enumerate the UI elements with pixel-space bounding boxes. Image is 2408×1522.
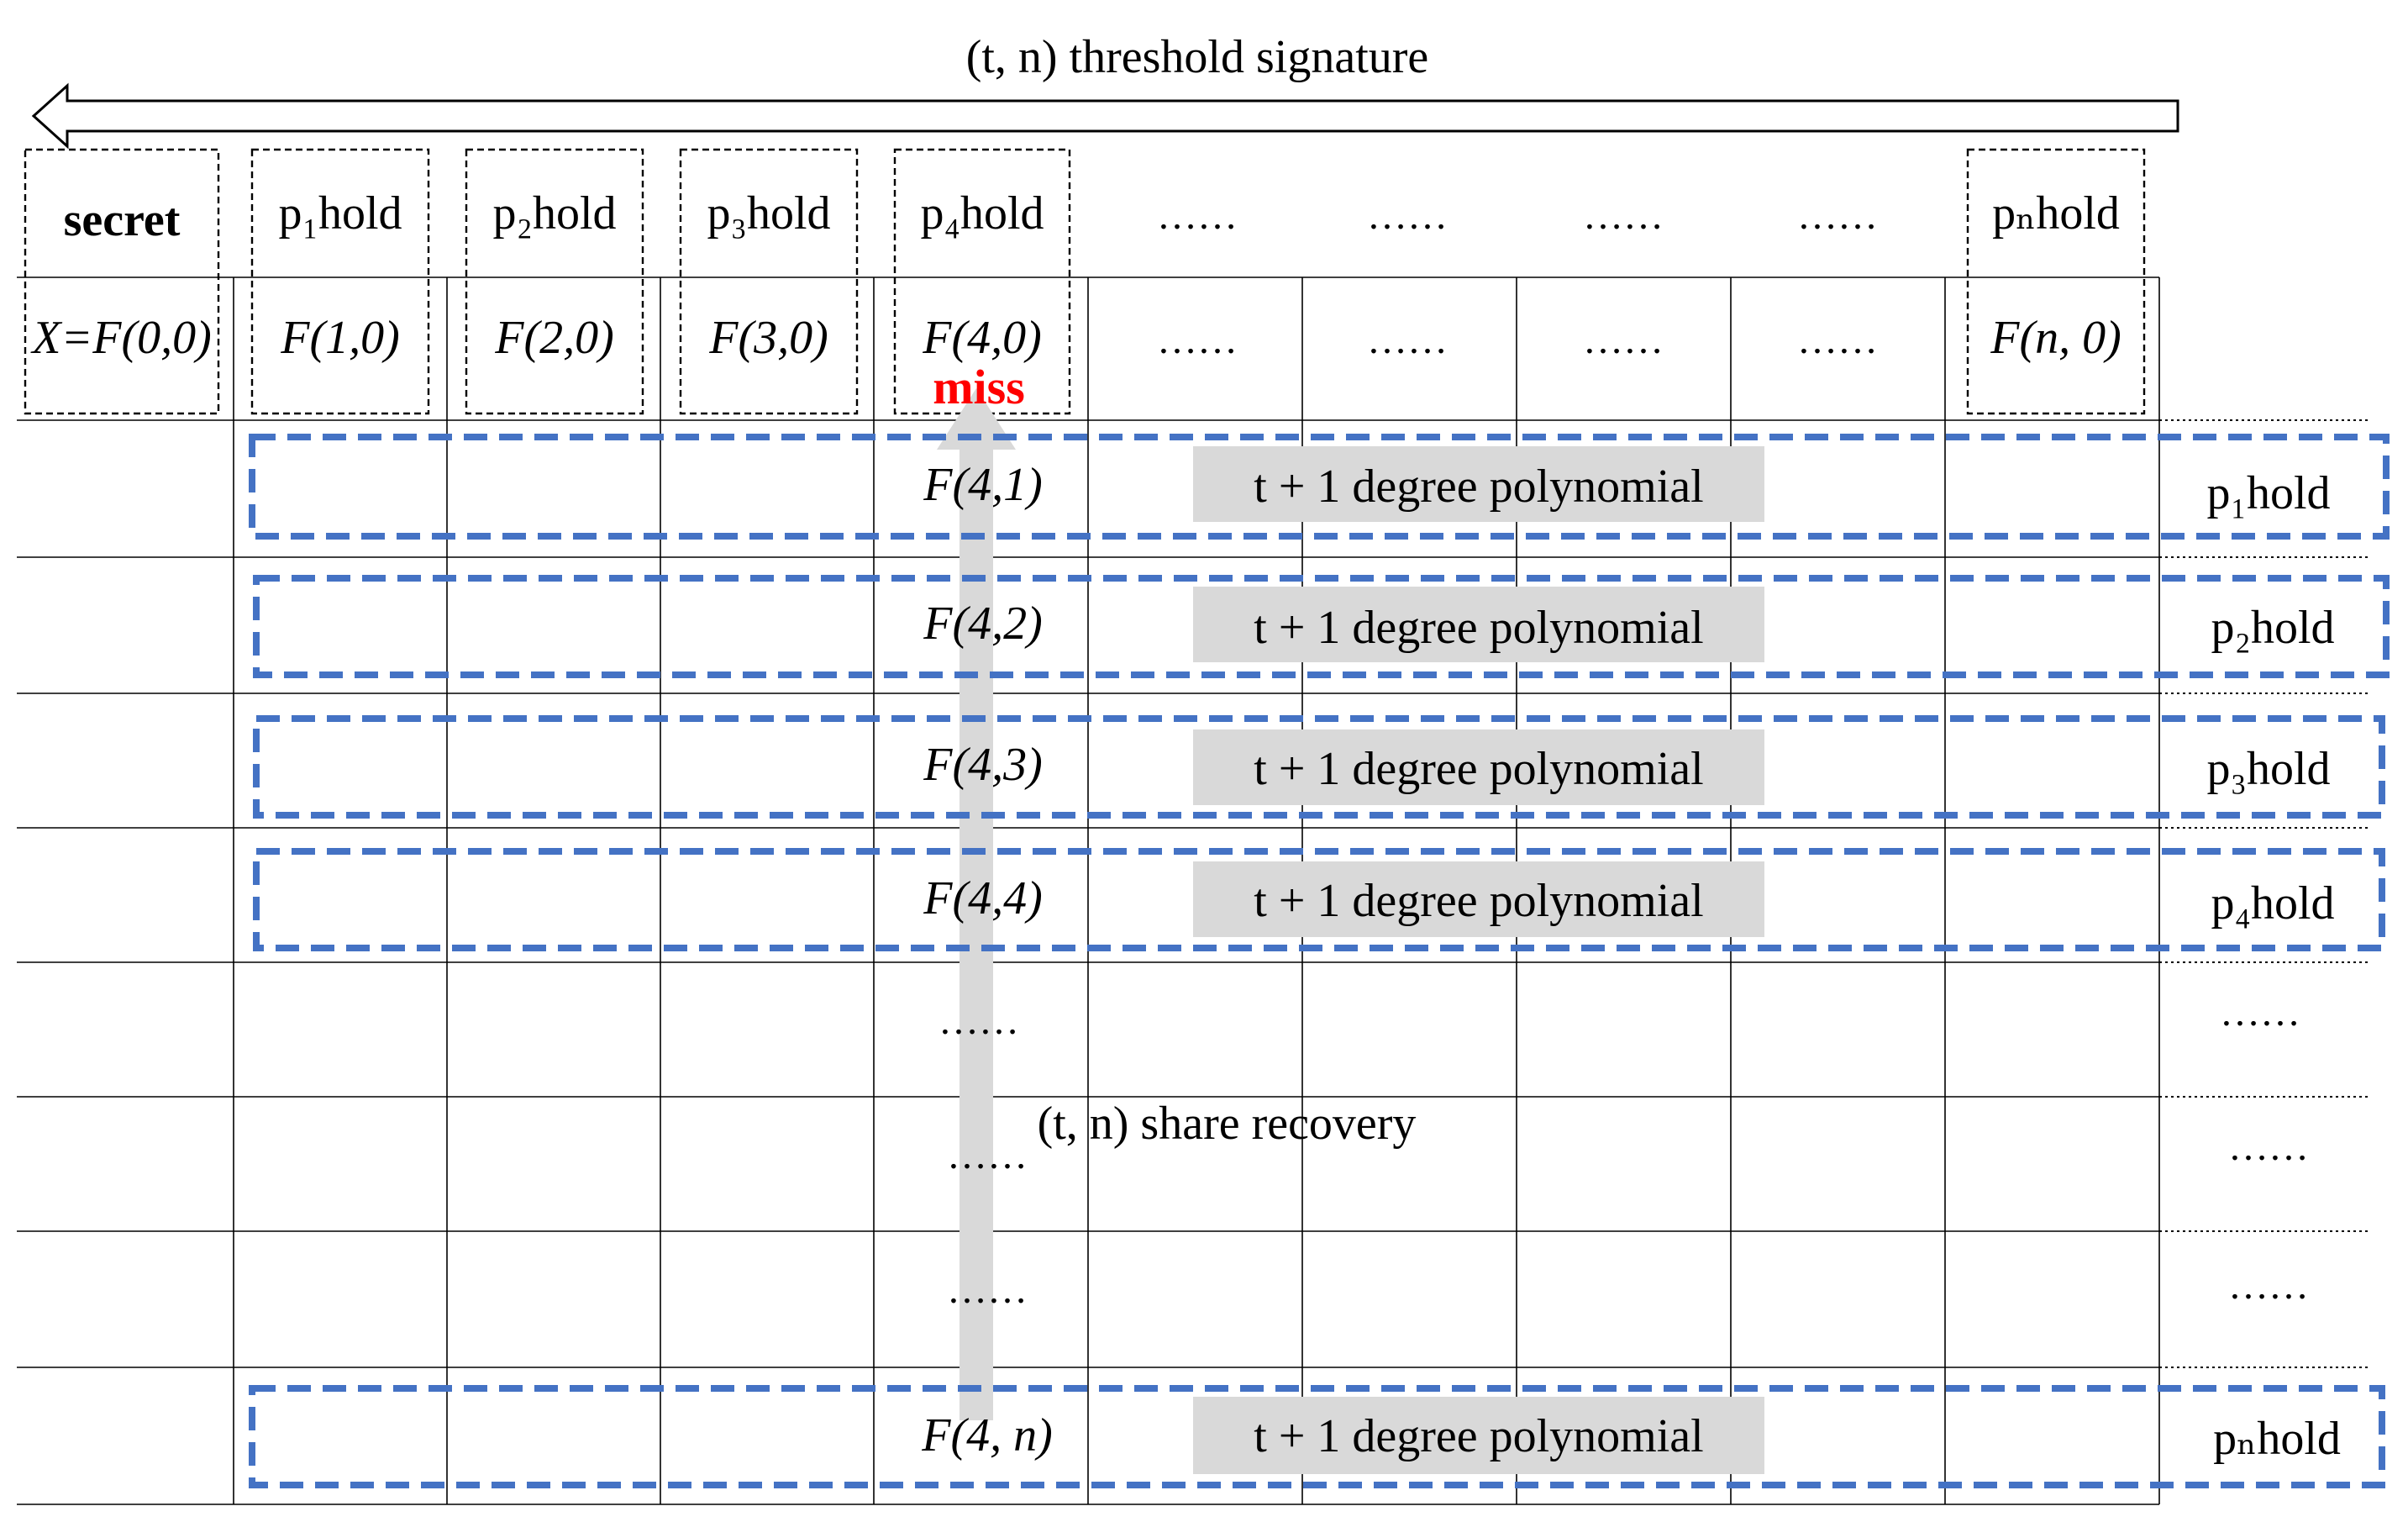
row-hold-label: pₙhold: [2213, 1413, 2341, 1465]
p1-hold-label: p₁hold: [278, 187, 402, 240]
secret-label: secret: [64, 194, 181, 246]
top-ellipsis: ……: [1797, 193, 1878, 238]
row-hold-ellipsis: ……: [2228, 1263, 2309, 1308]
top-ellipsis: ……: [1367, 193, 1448, 238]
polynomial-row: F(4,3) t + 1 degree polynomial p₃hold: [253, 715, 2385, 819]
share-recovery-arrow-icon: [937, 388, 1016, 1420]
poly-label: t + 1 degree polynomial: [1254, 1410, 1703, 1462]
table-grid: [17, 276, 2160, 1505]
poly-label: t + 1 degree polynomial: [1254, 461, 1703, 513]
row-hold-ellipsis: ……: [2228, 1124, 2309, 1169]
row-value: F(4,4): [923, 872, 1043, 924]
p2-box: [465, 148, 644, 415]
poly-background: [1193, 729, 1764, 805]
polynomial-row: F(4, n) t + 1 degree polynomial pₙhold: [249, 1385, 2385, 1488]
p1-share-value: F(1,0): [280, 312, 400, 364]
share-ellipsis: ……: [1367, 318, 1448, 362]
top-ellipsis: ……: [1157, 193, 1238, 238]
polynomial-row: F(4,2) t + 1 degree polynomial p₂hold: [253, 575, 2390, 678]
polynomial-row: F(4,1) t + 1 degree polynomial p₁hold: [249, 434, 2390, 540]
top-ellipsis: ……: [1583, 193, 1664, 238]
p2-share-value: F(2,0): [494, 312, 614, 364]
row-value: F(4,3): [923, 739, 1043, 791]
pn-share-value: F(n, 0): [1990, 312, 2121, 364]
poly-background: [1193, 861, 1764, 937]
pn-hold-label: pₙhold: [1992, 187, 2120, 240]
row-dashed-box: [249, 434, 2390, 540]
p4-share-value: F(4,0): [922, 312, 1042, 364]
share-ellipsis: ……: [1583, 318, 1664, 362]
row-ellipsis: ……: [947, 1267, 1028, 1312]
secret-value: X=F(0,0): [30, 312, 212, 364]
row-ellipsis: ……: [947, 1133, 1028, 1177]
row-hold-label: p₁hold: [2206, 467, 2330, 519]
polynomial-row: F(4,4) t + 1 degree polynomial p₄hold: [253, 848, 2385, 951]
poly-background: [1193, 587, 1764, 662]
p2-hold-label: p₂hold: [492, 187, 616, 240]
row-dashed-box: [253, 575, 2390, 678]
poly-background: [1193, 1397, 1764, 1474]
row-hold-label: p₂hold: [2211, 602, 2334, 654]
row-dashed-box: [253, 715, 2385, 819]
poly-label: t + 1 degree polynomial: [1254, 602, 1703, 654]
share-recovery-label: (t, n) share recovery: [1038, 1098, 1417, 1150]
poly-label: t + 1 degree polynomial: [1254, 875, 1703, 927]
row-value: F(4,1): [923, 459, 1043, 511]
pn-box: [1966, 148, 2146, 415]
share-ellipsis: ……: [1157, 318, 1238, 362]
row-ellipsis: ……: [938, 998, 1019, 1043]
threshold-arrow-icon: [31, 82, 2179, 150]
share-ellipsis: ……: [1797, 318, 1878, 362]
p1-box: [250, 148, 430, 415]
miss-label: miss: [933, 360, 1025, 414]
poly-label: t + 1 degree polynomial: [1254, 743, 1703, 795]
p4-hold-label: p₄hold: [920, 187, 1044, 240]
diagram-title: (t, n) threshold signature: [966, 31, 1429, 83]
row-hold-label: p₄hold: [2211, 877, 2334, 930]
p3-share-value: F(3,0): [708, 312, 828, 364]
p3-box: [679, 148, 859, 415]
row-hold-ellipsis: ……: [2220, 990, 2300, 1035]
poly-background: [1193, 446, 1764, 522]
secret-box: [24, 148, 220, 415]
row-value: F(4,2): [923, 598, 1043, 650]
row-value: F(4, n): [921, 1409, 1053, 1461]
row-dashed-box: [249, 1385, 2385, 1488]
p3-hold-label: p₃hold: [707, 187, 830, 240]
row-hold-label: p₃hold: [2206, 743, 2330, 795]
row-dashed-box: [253, 848, 2385, 951]
